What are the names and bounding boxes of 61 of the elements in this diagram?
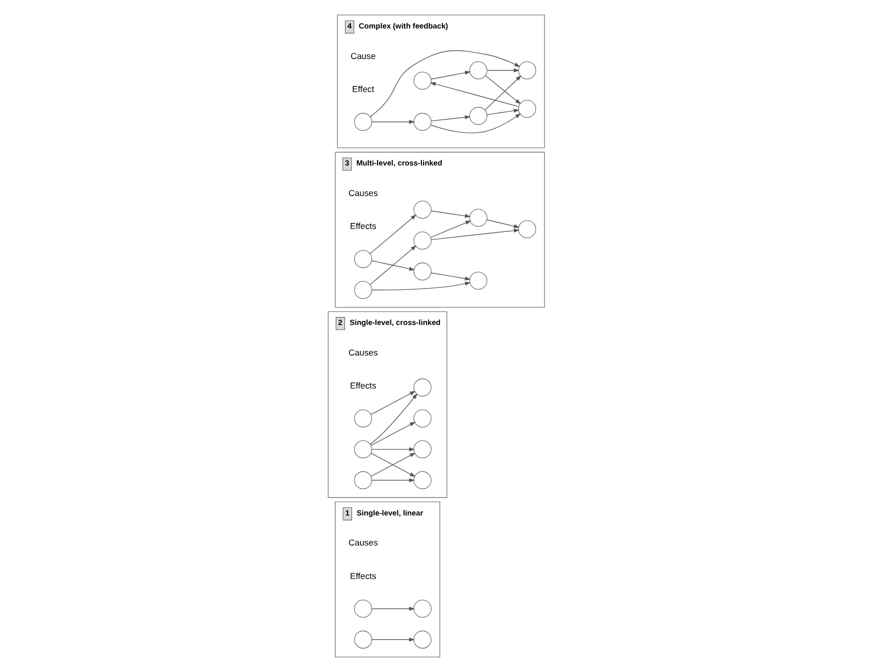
arrow	[486, 68, 520, 72]
node-circle	[354, 440, 372, 458]
node-circle	[518, 220, 536, 238]
arrow	[430, 210, 471, 218]
arrow	[370, 214, 416, 254]
node-circle	[414, 262, 432, 280]
arrow	[372, 447, 415, 452]
node-circle	[469, 106, 488, 125]
label: Effects	[350, 221, 376, 232]
arrow	[372, 478, 415, 482]
node-circle	[354, 250, 372, 268]
arrow	[430, 272, 471, 281]
node-circle	[354, 280, 372, 299]
label: Effect	[352, 84, 374, 94]
arrow	[486, 219, 520, 228]
node-circle	[354, 630, 372, 649]
node-circle	[414, 200, 432, 219]
node-circle	[354, 409, 372, 428]
node-circle	[414, 72, 432, 90]
arrow	[431, 115, 471, 122]
arrow	[372, 120, 415, 124]
arrow	[372, 282, 471, 290]
arrow	[430, 228, 520, 240]
label: Causes	[348, 538, 378, 548]
arrow	[430, 113, 521, 134]
node-circle	[354, 600, 372, 618]
arrow	[370, 390, 416, 415]
arrow	[486, 108, 520, 116]
arrow	[430, 82, 519, 107]
arrow	[370, 393, 418, 445]
node-circle	[518, 100, 536, 118]
label: Effects	[350, 570, 376, 581]
arrow	[370, 50, 520, 118]
node-circle	[469, 61, 488, 80]
arrow	[484, 75, 522, 110]
node-circle	[414, 630, 432, 649]
node-circle	[414, 378, 432, 396]
node-circle	[354, 471, 372, 490]
arrow	[371, 260, 415, 271]
node-circle	[414, 440, 432, 458]
arrow	[370, 452, 416, 477]
label: Effects	[350, 380, 376, 390]
node-circle	[414, 112, 432, 131]
node-circle	[354, 112, 372, 131]
arrow	[430, 220, 472, 238]
node-circle	[414, 471, 432, 490]
arrow	[430, 70, 471, 80]
node-circle	[414, 600, 432, 618]
arrow	[370, 422, 416, 446]
arrow	[372, 606, 415, 611]
node-circle	[469, 272, 488, 290]
node-circle	[518, 61, 536, 80]
node-circle	[469, 208, 488, 227]
label: Causes	[348, 347, 378, 358]
node-circle	[414, 409, 432, 428]
label: Causes	[348, 188, 378, 198]
node-circle	[414, 232, 432, 250]
arrow	[370, 245, 416, 285]
arrow	[484, 75, 521, 104]
label: Cause	[350, 50, 376, 61]
arrow	[372, 638, 415, 642]
